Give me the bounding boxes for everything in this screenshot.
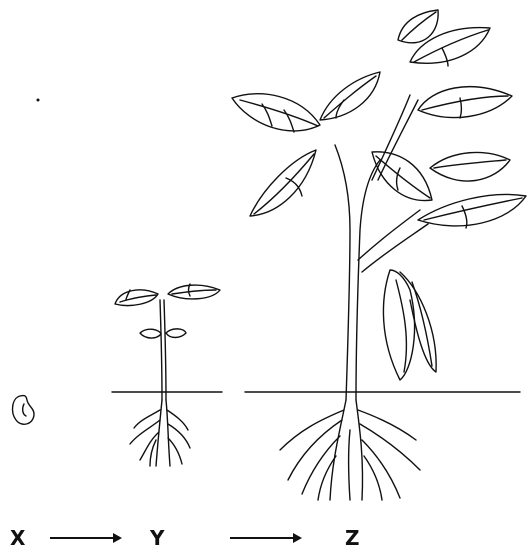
leaves	[232, 10, 526, 228]
arrow-y-to-z	[230, 537, 300, 539]
arrow-x-to-y	[50, 537, 120, 539]
main-stem	[335, 95, 428, 400]
stage-label-z: Z	[345, 528, 360, 548]
bean-pod	[383, 270, 436, 380]
mature-plant-z	[232, 10, 526, 500]
seedling-roots	[130, 400, 190, 466]
stage-label-x: X	[10, 528, 25, 548]
cotyledon-right	[166, 329, 186, 338]
stage-label-y: Y	[150, 528, 164, 548]
seed-x	[13, 395, 34, 424]
mature-roots	[280, 400, 420, 500]
seedling-stem-2	[164, 300, 166, 400]
seedling-stem	[160, 300, 162, 400]
seedling-leaf-right	[168, 285, 220, 299]
seedling-y	[112, 284, 222, 466]
cotyledon-left	[140, 329, 161, 338]
ink-speck	[37, 99, 40, 102]
